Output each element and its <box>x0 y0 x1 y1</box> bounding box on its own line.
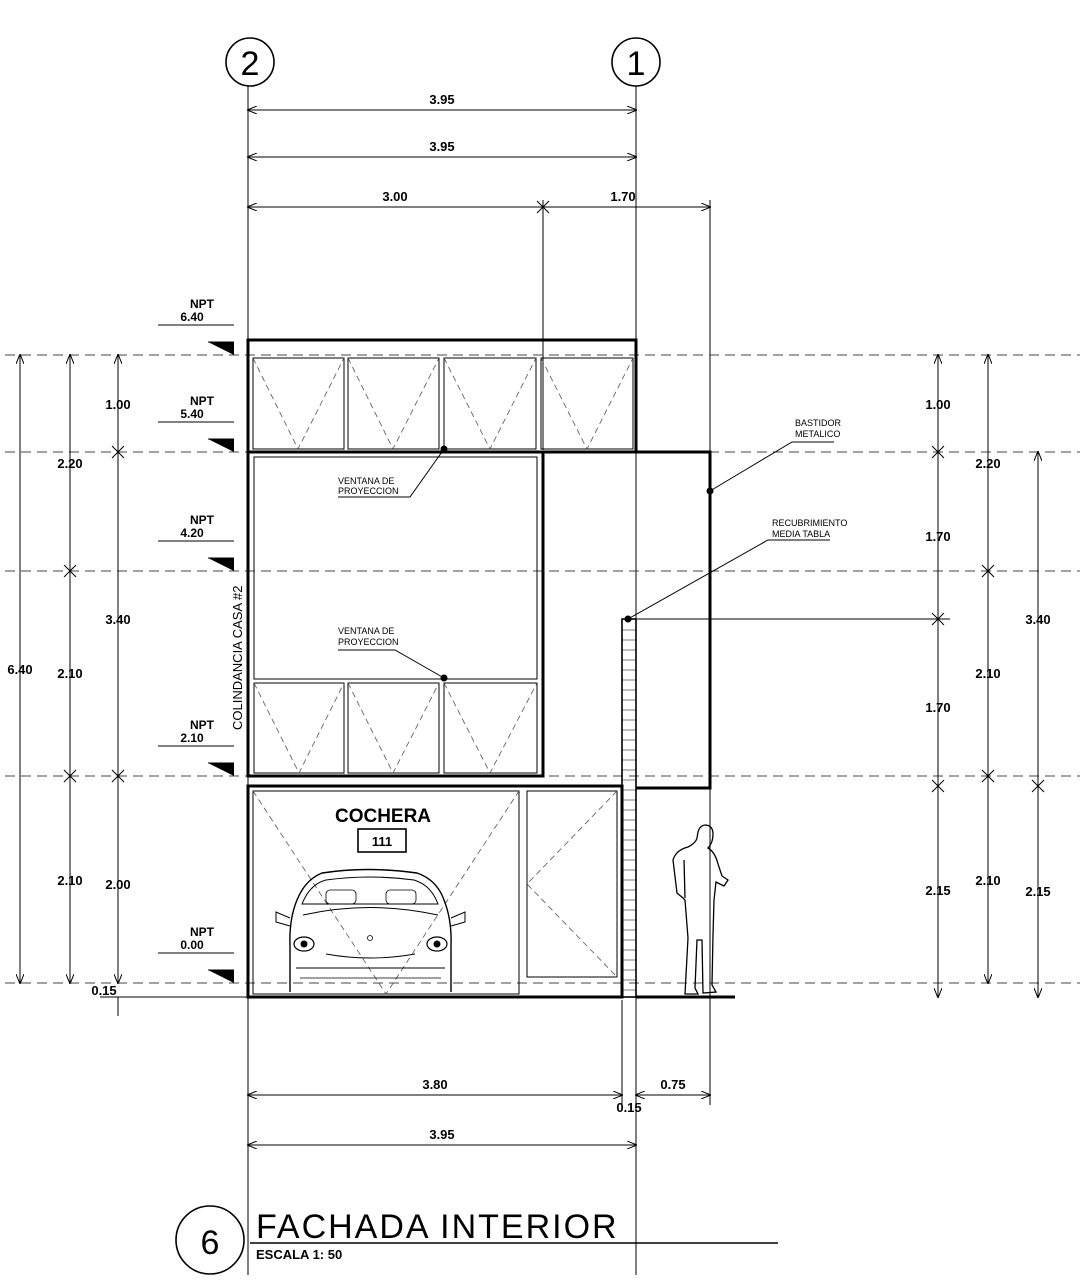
level-540-label: NPT <box>190 394 215 408</box>
note-cladding-line1: RECUBRIMIENTO <box>772 518 847 528</box>
level-420-value: 4.20 <box>180 526 204 540</box>
note-frame: BASTIDOR METALICO <box>706 418 842 495</box>
grid-axis-2-label: 2 <box>241 45 260 83</box>
dim-top-3b: 1.70 <box>610 189 635 204</box>
level-000-value: 0.00 <box>180 938 204 952</box>
dim-right-c2-2: 2.10 <box>975 873 1000 888</box>
dim-bottom-4: 3.95 <box>429 1127 454 1142</box>
dim-left-outer: 6.40 <box>7 662 32 677</box>
dim-left-base: 0.15 <box>91 983 116 998</box>
level-420-label: NPT <box>190 513 215 527</box>
note-window-upper-line1: VENTANA DE <box>338 476 394 486</box>
level-540-value: 5.40 <box>180 407 204 421</box>
axis-lines <box>247 86 711 1275</box>
level-210-value: 2.10 <box>180 731 204 745</box>
dim-right-c1-2: 1.70 <box>925 700 950 715</box>
title-block: 6 FACHADA INTERIOR ESCALA 1: 50 <box>175 1205 778 1275</box>
garage-label: COCHERA 111 <box>335 806 431 853</box>
dim-right-c1-1: 1.70 <box>925 529 950 544</box>
dim-bottom-3: 0.75 <box>660 1077 685 1092</box>
note-window-upper: VENTANA DE PROYECCION <box>338 445 448 498</box>
dim-left-c3-0: 1.00 <box>105 397 130 412</box>
dim-left-c2-0: 2.20 <box>57 456 82 471</box>
person-icon <box>672 824 729 995</box>
level-marker-420: NPT 4.20 <box>158 513 234 571</box>
grid-axis-1-label: 1 <box>627 45 646 83</box>
dim-left-c3-1: 3.40 <box>105 612 130 627</box>
grid-axis-1: 1 <box>611 37 661 87</box>
level-markers: NPT 6.40 NPT 5.40 NPT 4.20 NPT 2.10 <box>158 297 234 983</box>
dim-right-c1-3: 2.15 <box>925 883 950 898</box>
note-cladding-line2: MEDIA TABLA <box>772 529 830 539</box>
dim-left-c2-2: 2.10 <box>57 873 82 888</box>
building-facade <box>246 338 735 999</box>
level-640-value: 6.40 <box>180 310 204 324</box>
dim-top-3a: 3.00 <box>382 189 407 204</box>
dim-right-c2-1: 2.10 <box>975 666 1000 681</box>
dim-right-c3-0: 3.40 <box>1025 612 1050 627</box>
drawing-number: 6 <box>201 1224 220 1262</box>
car-icon <box>275 868 466 992</box>
dim-bottom-2: 0.15 <box>616 1100 641 1115</box>
level-210-label: NPT <box>190 718 215 732</box>
dim-top-2: 3.95 <box>429 139 454 154</box>
top-dimensions: 3.95 3.95 3.00 1.70 <box>248 92 710 214</box>
drawing-scale: ESCALA 1: 50 <box>256 1247 342 1262</box>
dim-right-c3-1: 2.15 <box>1025 884 1050 899</box>
right-dimensions: 1.00 1.70 1.70 2.15 2.20 2.10 2.10 3.40 … <box>925 355 1051 997</box>
level-marker-540: NPT 5.40 <box>158 394 234 452</box>
note-window-lower: VENTANA DE PROYECCION <box>338 626 448 682</box>
dim-left-c3-2: 2.00 <box>105 877 130 892</box>
left-dimensions: 6.40 2.20 2.10 2.10 1.00 3.40 2.00 0.15 <box>7 355 131 1016</box>
note-window-lower-line1: VENTANA DE <box>338 626 394 636</box>
level-marker-640: NPT 6.40 <box>158 297 234 355</box>
drawing-title: FACHADA INTERIOR <box>256 1208 619 1246</box>
garage-number: 111 <box>372 834 392 849</box>
grid-axis-2: 2 <box>225 37 275 87</box>
dim-top-1: 3.95 <box>429 92 454 107</box>
level-marker-210: NPT 2.10 <box>158 718 234 776</box>
note-window-upper-line2: PROYECCION <box>338 486 399 496</box>
bottom-dimensions: 3.80 0.75 0.15 3.95 <box>248 1077 710 1145</box>
dim-left-c2-1: 2.10 <box>57 666 82 681</box>
note-frame-line2: METALICO <box>795 429 840 439</box>
level-640-label: NPT <box>190 297 215 311</box>
dim-right-c2-0: 2.20 <box>975 456 1000 471</box>
boundary-label: COLINDANCIA CASA #2 <box>230 586 245 731</box>
dim-bottom-1: 3.80 <box>422 1077 447 1092</box>
dim-right-c1-0: 1.00 <box>925 397 950 412</box>
note-frame-line1: BASTIDOR <box>795 418 842 428</box>
note-cladding: RECUBRIMIENTO MEDIA TABLA <box>624 518 847 623</box>
level-marker-000: NPT 0.00 <box>158 925 234 983</box>
level-000-label: NPT <box>190 925 215 939</box>
garage-title: COCHERA <box>335 806 431 827</box>
note-window-lower-line2: PROYECCION <box>338 637 399 647</box>
